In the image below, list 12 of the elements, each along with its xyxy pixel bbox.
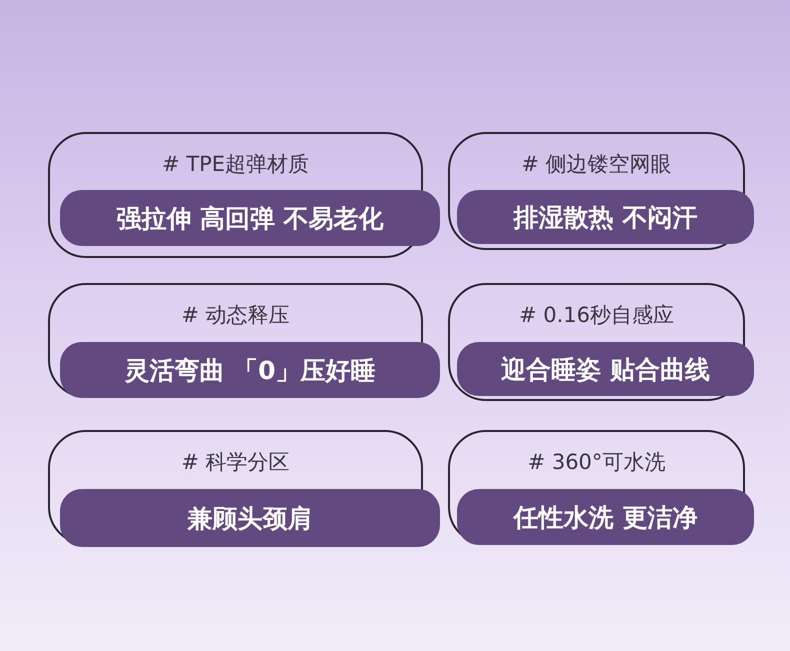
card-heading: # 0.16秒自感应 <box>518 302 676 329</box>
feature-banner: 排湿散热 不闷汗 <box>457 190 754 244</box>
card-heading: # 科学分区 <box>180 449 291 476</box>
feature-banner: 强拉伸 高回弹 不易老化 <box>60 190 440 246</box>
feature-banner: 兼顾头颈肩 <box>60 489 440 547</box>
feature-banner: 迎合睡姿 贴合曲线 <box>457 342 754 396</box>
card-heading: # 动态释压 <box>180 302 291 329</box>
feature-banner: 任性水洗 更洁净 <box>457 489 754 545</box>
feature-banner: 灵活弯曲 「0」压好睡 <box>60 342 440 398</box>
card-heading: # 侧边镂空网眼 <box>520 151 673 178</box>
card-heading: # TPE超弹材质 <box>160 151 310 178</box>
card-heading: # 360°可水洗 <box>526 449 666 476</box>
